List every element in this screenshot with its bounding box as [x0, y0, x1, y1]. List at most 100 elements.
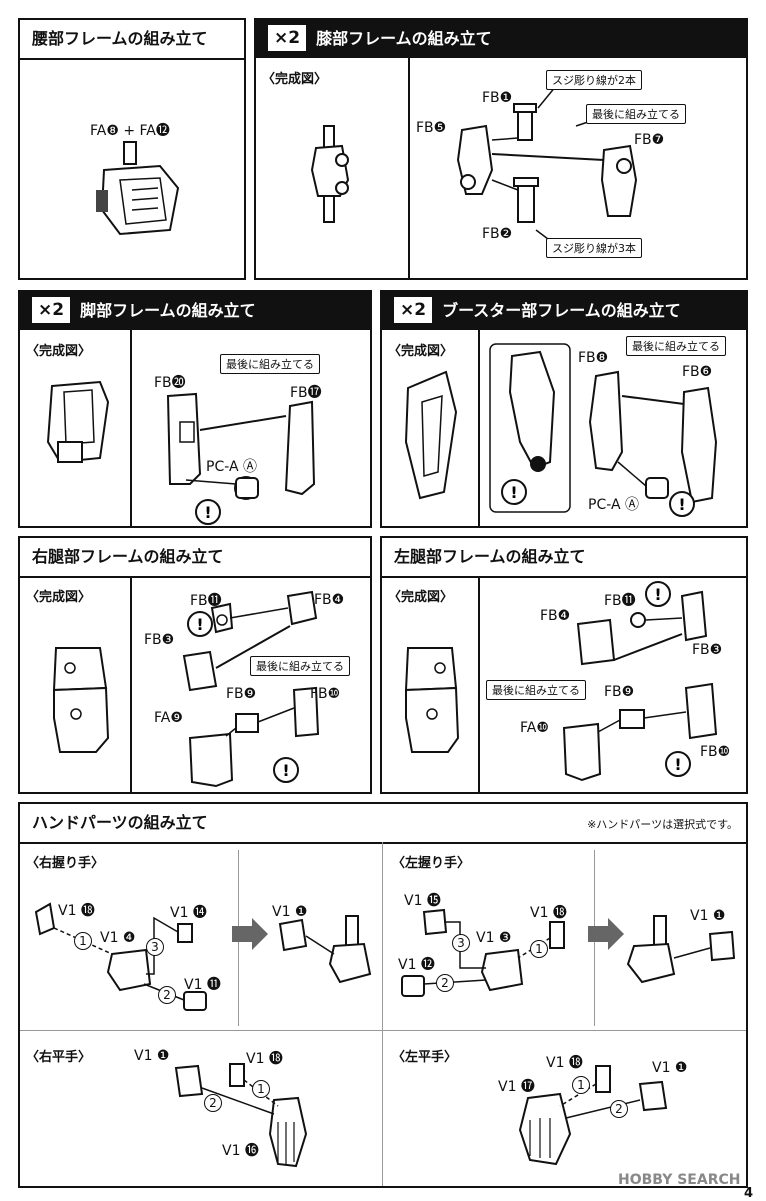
callout-3-lines: スジ彫り線が3本: [546, 238, 642, 258]
left-thigh-illustration: ! !: [404, 581, 718, 782]
step-number: 2: [158, 986, 176, 1004]
waist-panel: 腰部フレームの組み立て FA❽ + FA⓬: [18, 18, 246, 280]
lg-v12-label: V1 ⓬: [398, 957, 435, 973]
callout-assemble-last: 最後に組み立てる: [250, 656, 350, 676]
callout-2-lines: スジ彫り線が2本: [546, 70, 642, 90]
svg-text:!: !: [282, 761, 289, 780]
right-thigh-panel: 右腿部フレームの組み立て 〈完成図〉 ! ! FB⓫ FB❹ FB❸ FB❾ F…: [18, 536, 372, 794]
x2-badge: ×2: [394, 296, 433, 323]
step-number: 1: [74, 932, 92, 950]
fb9-label: FB❾: [604, 684, 635, 700]
rg-v1-label: V1 ❶: [272, 904, 308, 920]
foot-illustration: !: [46, 380, 316, 525]
x2-badge: ×2: [32, 296, 71, 323]
rg-v11-label: V1 ⓫: [184, 977, 221, 993]
fb10-label: FB❿: [310, 686, 341, 702]
hobby-search-logo: HOBBY SEARCH: [618, 1172, 741, 1188]
rg-v18-label: V1 ⓲: [58, 903, 95, 919]
panel-title-text: 脚部フレームの組み立て: [80, 301, 256, 320]
step-number: 2: [436, 974, 454, 992]
step-number: 1: [572, 1076, 590, 1094]
pca-label: PC-A Ⓐ: [588, 497, 639, 513]
right-grip-label: 〈右握り手〉: [26, 856, 105, 871]
callout-assemble-last: 最後に組み立てる: [586, 104, 686, 124]
fb20-label: FB⓴: [154, 375, 186, 391]
complete-label: 〈完成図〉: [388, 344, 454, 359]
lg-v3-label: V1 ❸: [476, 930, 512, 946]
knee-illustration: [310, 85, 638, 243]
step-number: 3: [452, 934, 470, 952]
booster-panel: ×2 ブースター部フレームの組み立て 〈完成図〉 ! ! FB❽ FB❻ PC-A…: [380, 290, 748, 528]
panel-title-text: 膝部フレームの組み立て: [316, 29, 492, 48]
waist-frame-illustration: [96, 141, 180, 236]
svg-text:!: !: [196, 615, 203, 634]
page-number: 4: [744, 1186, 754, 1201]
column-divider: [130, 576, 132, 792]
svg-text:!: !: [674, 755, 681, 774]
step-number: 2: [610, 1100, 628, 1118]
column-divider: [478, 330, 480, 526]
booster-illustration: ! !: [404, 343, 718, 517]
rg-v4-label: V1 ❹: [100, 930, 136, 946]
svg-text:!: !: [654, 585, 661, 604]
callout-assemble-last: 最後に組み立てる: [486, 680, 586, 700]
fb6-label: FB❻: [682, 364, 713, 380]
lf-v1-label: V1 ❶: [652, 1060, 688, 1076]
fb1-label: FB❶: [482, 90, 513, 106]
step-number: 2: [204, 1094, 222, 1112]
fb4-label: FB❹: [540, 608, 571, 624]
callout-assemble-last: 最後に組み立てる: [220, 354, 320, 374]
svg-text:!: !: [510, 483, 517, 502]
column-divider: [478, 576, 480, 792]
right-thigh-illustration: ! !: [52, 590, 320, 788]
step-number: 1: [252, 1080, 270, 1098]
fb4-label: FB❹: [314, 592, 345, 608]
svg-text:!: !: [204, 503, 211, 522]
fb8-label: FB❽: [578, 350, 609, 366]
column-divider: [408, 58, 410, 278]
step-number: 3: [146, 938, 164, 956]
callout-assemble-last: 最後に組み立てる: [626, 336, 726, 356]
lg-v18-label: V1 ⓲: [530, 905, 567, 921]
fa9-label: FA❾: [154, 710, 183, 726]
selection-note: ※ハンドパーツは選択式です。: [587, 818, 738, 831]
panel-title: 右腿部フレームの組み立て: [20, 538, 370, 578]
fb10-label: FB❿: [700, 744, 731, 760]
fb11-label: FB⓫: [190, 593, 222, 609]
lf-v18-label: V1 ⓲: [546, 1055, 583, 1071]
fb11-label: FB⓫: [604, 593, 636, 609]
complete-label: 〈完成図〉: [262, 72, 328, 87]
hand-illustration: [34, 902, 736, 1168]
left-flat-label: 〈左平手〉: [392, 1050, 458, 1065]
fb9-label: FB❾: [226, 686, 257, 702]
panel-title: 腰部フレームの組み立て: [20, 20, 244, 60]
svg-text:!: !: [678, 495, 685, 514]
pca-label: PC-A Ⓐ: [206, 459, 257, 475]
row-divider: [20, 1030, 746, 1031]
panel-title: ×2 ブースター部フレームの組み立て: [382, 292, 746, 330]
complete-label: 〈完成図〉: [26, 344, 92, 359]
left-grip-label: 〈左握り手〉: [392, 856, 471, 871]
panel-title-text: ブースター部フレームの組み立て: [442, 301, 681, 320]
fb7-label: FB❼: [634, 132, 665, 148]
column-divider: [130, 330, 132, 526]
fb17-label: FB⓱: [290, 385, 322, 401]
lg-v1-label: V1 ❶: [690, 908, 726, 924]
fa10-label: FA❿: [520, 720, 549, 736]
panel-title: 左腿部フレームの組み立て: [382, 538, 746, 578]
panel-title: ×2 脚部フレームの組み立て: [20, 292, 370, 330]
fb5-label: FB❺: [416, 120, 447, 136]
fb2-label: FB❷: [482, 226, 513, 242]
lf-v17-label: V1 ⓱: [498, 1079, 535, 1095]
complete-label: 〈完成図〉: [388, 590, 454, 605]
column-divider: [382, 842, 383, 1186]
parts-label: FA❽ + FA⓬: [90, 123, 170, 139]
foot-panel: ×2 脚部フレームの組み立て 〈完成図〉 ! FB⓴ FB⓱ PC-A Ⓐ 最後に…: [18, 290, 372, 528]
rf-v18-label: V1 ⓲: [246, 1051, 283, 1067]
fb3-label: FB❸: [692, 642, 723, 658]
fb3-label: FB❸: [144, 632, 175, 648]
rg-v14-label: V1 ⓮: [170, 905, 207, 921]
complete-label: 〈完成図〉: [26, 590, 92, 605]
